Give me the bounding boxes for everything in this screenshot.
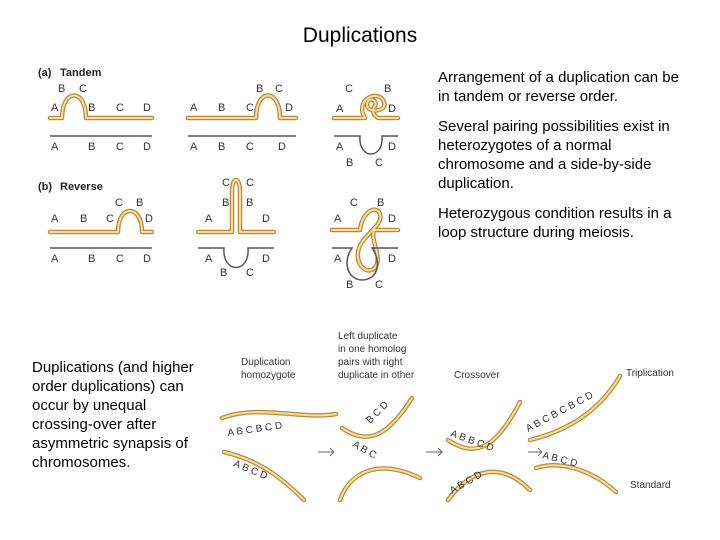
svg-text:B: B [256,83,263,95]
svg-text:B: B [384,83,391,95]
svg-text:D: D [388,103,396,115]
svg-text:C: C [246,267,254,279]
svg-text:A: A [51,141,59,153]
svg-text:B: B [246,197,253,209]
panel-b-name: Reverse [60,181,103,193]
svg-text:C: C [246,102,254,114]
svg-text:Triplication: Triplication [626,368,674,379]
reverse-pair-1: C B A B C D A B C D [47,197,155,265]
svg-text:A: A [205,253,213,265]
svg-text:C: C [222,177,230,189]
svg-text:D: D [262,213,270,225]
svg-text:A: A [334,213,342,225]
svg-text:B: B [218,141,225,153]
panel-a-label: (a) [38,67,52,79]
svg-text:D: D [278,141,286,153]
svg-text:C: C [375,279,383,291]
tandem-pair-2: B C A B C D A B C D [185,83,299,153]
svg-text:B: B [58,83,65,95]
svg-text:B: B [218,102,225,114]
svg-text:B: B [346,157,353,169]
svg-text:B: B [222,197,229,209]
svg-text:C: C [79,83,87,95]
svg-text:homozygote: homozygote [241,370,296,381]
svg-text:A B C: A B C [351,439,379,461]
svg-text:B: B [220,267,227,279]
svg-text:D: D [143,141,151,153]
svg-text:B: B [88,102,95,114]
svg-text:Left duplicate: Left duplicate [338,331,398,342]
svg-text:Standard: Standard [630,480,671,491]
reverse-pair-3: C B A D A D B C [329,197,401,291]
svg-text:C: C [106,213,114,225]
svg-text:C: C [116,253,124,265]
tandem-pair-3: C B A D A D B C [331,83,401,169]
svg-text:C: C [345,83,353,95]
svg-text:D: D [285,102,293,114]
svg-text:C: C [116,102,124,114]
svg-text:C: C [115,197,123,209]
svg-text:D: D [143,102,151,114]
svg-text:C: C [246,177,254,189]
svg-text:B: B [88,253,95,265]
tandem-pair-1: B C A B C D A B C D [47,83,155,153]
svg-text:A: A [205,213,213,225]
svg-text:A: A [336,141,344,153]
panel-b-label: (b) [38,181,52,193]
svg-text:A: A [334,253,342,265]
svg-text:Crossover: Crossover [454,370,500,381]
svg-text:D: D [388,213,396,225]
svg-text:B: B [377,197,384,209]
svg-text:B: B [346,279,353,291]
svg-text:D: D [388,253,396,265]
svg-text:C: C [116,141,124,153]
svg-text:A B C D: A B C D [448,469,484,496]
svg-text:in one homolog: in one homolog [338,344,406,355]
svg-text:B: B [88,141,95,153]
svg-text:A B C B C D: A B C B C D [227,420,283,439]
svg-text:D: D [143,253,151,265]
svg-text:A: A [51,253,59,265]
svg-text:A: A [190,102,198,114]
svg-text:pairs with right: pairs with right [338,357,403,368]
right-text-block: Arrangement of a duplication can be in t… [438,68,688,253]
svg-text:B: B [80,213,87,225]
svg-text:A: A [336,103,344,115]
svg-text:B C D: B C D [364,399,391,426]
svg-text:A: A [51,102,59,114]
paragraph-loop: Heterozygous condition results in a loop… [438,205,672,241]
reverse-pair-2: C C B B A D A D B C [195,177,277,279]
panel-a-name: Tandem [60,67,102,79]
svg-text:D: D [145,213,153,225]
svg-text:C: C [275,83,283,95]
left-text-block: Duplications (and higher order duplicati… [32,359,194,471]
svg-text:C: C [246,141,254,153]
svg-text:D: D [388,141,396,153]
svg-text:A: A [51,213,59,225]
svg-text:D: D [262,253,270,265]
svg-text:Duplication: Duplication [241,357,290,368]
paragraph-arrangement: Arrangement of a duplication can be in t… [438,69,679,105]
svg-text:duplicate in other: duplicate in other [338,370,415,381]
svg-text:A: A [190,141,198,153]
svg-text:C: C [350,197,358,209]
page-title: Duplications [302,24,418,47]
svg-text:B: B [136,197,143,209]
paragraph-pairing: Several pairing possibilities exist in h… [438,118,670,192]
svg-text:C: C [375,157,383,169]
unequal-crossover-figure: Duplication homozygote Left duplicate in… [219,331,674,503]
